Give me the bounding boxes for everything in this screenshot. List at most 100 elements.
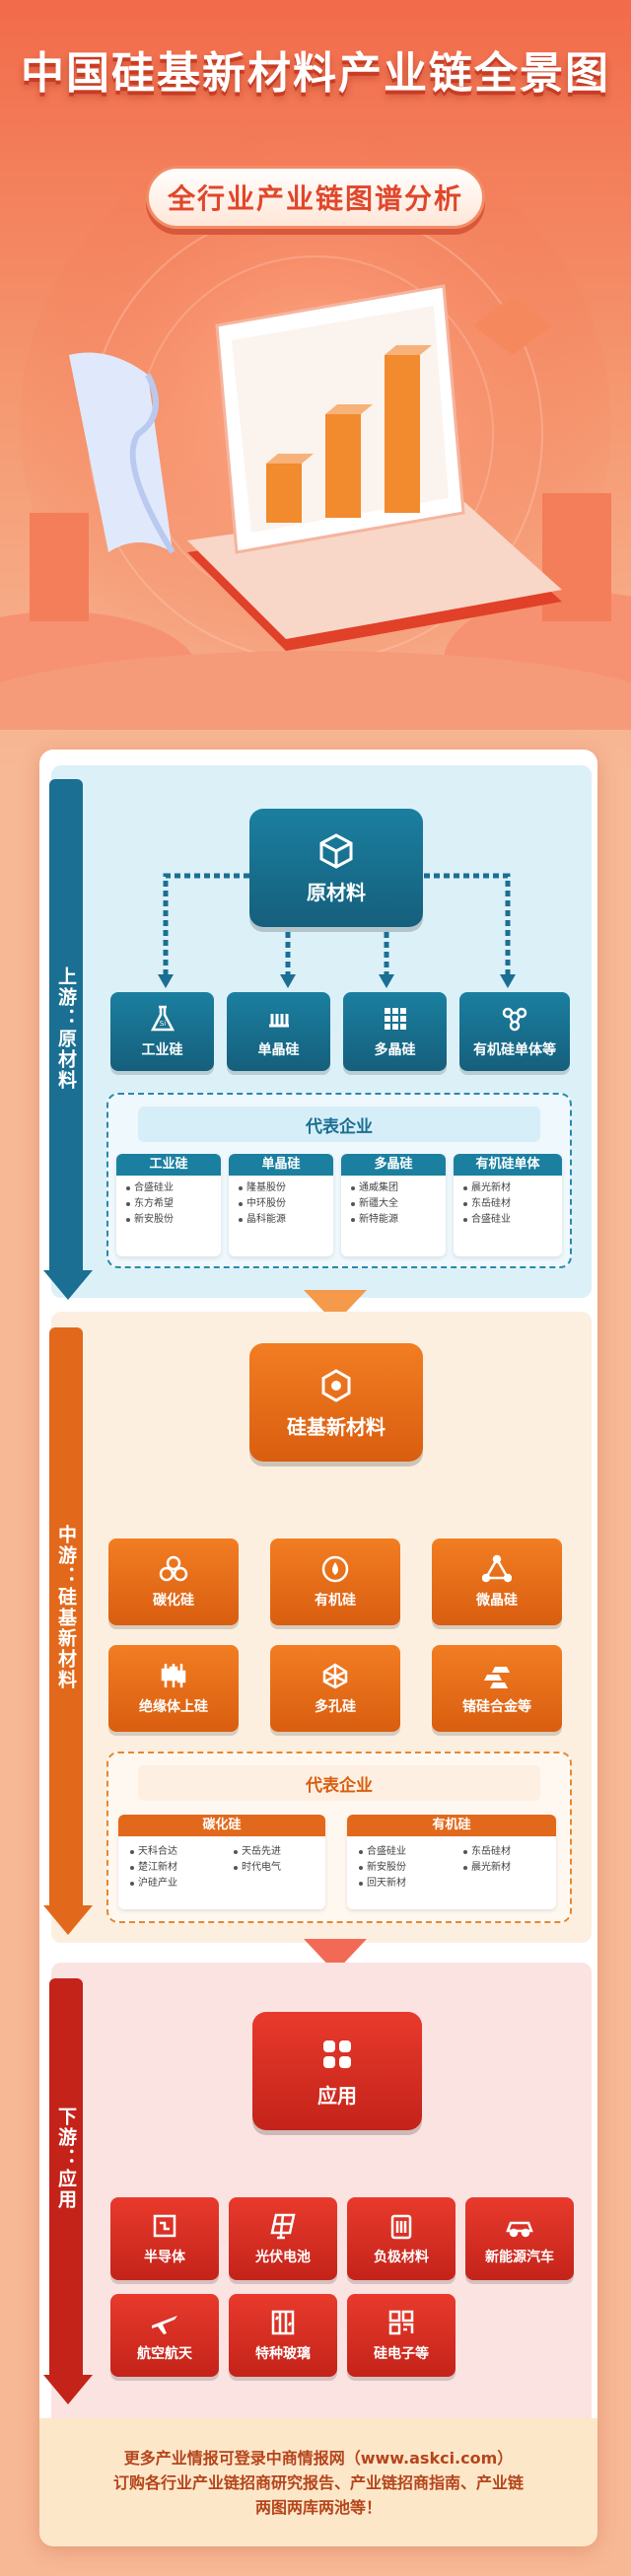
midstream-main-label: 硅基新材料 xyxy=(287,1414,386,1439)
company-name: 东岳硅材 xyxy=(452,1844,556,1860)
midstream-node-label: 绝缘体上硅 xyxy=(139,1699,208,1715)
company-name: 通威集团 xyxy=(351,1181,446,1196)
downstream-node-aerospace: 航空航天 xyxy=(110,2294,219,2377)
hero-banner: 中国硅基新材料产业链全景图 全行业产业链图谱分析 xyxy=(0,0,631,730)
molecule-icon xyxy=(502,1007,527,1032)
midstream-node-soi: 绝缘体上硅 xyxy=(108,1645,239,1732)
company-name: 天岳先进 xyxy=(222,1844,325,1860)
company-name: 中环股份 xyxy=(239,1196,333,1212)
midstream-node-microcrystalline: 微晶硅 xyxy=(432,1538,562,1625)
footer-line: 两图两库两池等！ xyxy=(254,2497,382,2517)
downstream-node-pv-cell: 光伏电池 xyxy=(229,2197,337,2280)
downstream-arrow-tip xyxy=(43,2375,93,2404)
apps-icon xyxy=(323,2039,351,2068)
downstream-node-label: 特种玻璃 xyxy=(255,2346,311,2362)
company-name: 新特能源 xyxy=(351,1212,446,1228)
midstream-node-silicon-carbide: 碳化硅 xyxy=(108,1538,239,1625)
downstream-side-label: 下游：应用 xyxy=(55,2107,77,2210)
company-name: 隆基股份 xyxy=(239,1181,333,1196)
company-name: 新疆大全 xyxy=(351,1196,446,1212)
pipes-icon xyxy=(159,1555,188,1582)
flask-icon: Si xyxy=(150,1005,175,1032)
upstream-node-organosilicon-monomer: 有机硅单体等 xyxy=(459,992,570,1071)
car-icon xyxy=(506,2221,533,2238)
company-name: 沪硅产业 xyxy=(118,1876,222,1892)
cube-icon xyxy=(319,832,353,869)
company-card-header: 有机硅单体 xyxy=(454,1154,562,1176)
midstream-companies-title: 代表企业 xyxy=(138,1765,540,1801)
chip-icon xyxy=(153,2214,176,2238)
upstream-company-card: 多晶硅 通威集团新疆大全新特能源 xyxy=(341,1154,446,1256)
company-card-header: 有机硅 xyxy=(347,1815,556,1836)
midstream-node-label: 微晶硅 xyxy=(476,1593,518,1609)
company-name: 东方希望 xyxy=(126,1196,221,1212)
heater-icon xyxy=(268,1014,289,1028)
downstream-node-anode-material: 负极材料 xyxy=(347,2197,456,2280)
midstream-node-label: 有机硅 xyxy=(315,1593,356,1609)
downstream-node-semiconductor: 半导体 xyxy=(110,2197,219,2280)
upstream-main-label: 原材料 xyxy=(307,880,366,904)
glass-panels-icon xyxy=(271,2310,295,2335)
midstream-node-sige-alloy: 锗硅合金等 xyxy=(432,1645,562,1732)
network-icon xyxy=(322,1663,348,1689)
subtitle-badge: 全行业产业链图谱分析 xyxy=(146,166,485,229)
company-card-header: 多晶硅 xyxy=(341,1154,446,1176)
company-card-header: 单晶硅 xyxy=(229,1154,333,1176)
grid-icon xyxy=(384,1008,406,1030)
solar-panel-icon xyxy=(270,2213,296,2240)
downstream-side-bar: 下游：应用 xyxy=(49,1978,83,2377)
downstream-node-label: 半导体 xyxy=(144,2250,185,2265)
hero-illustration xyxy=(0,128,631,730)
upstream-side-label: 上游：原材料 xyxy=(55,966,77,1091)
upstream-node-polycrystalline: 多晶硅 xyxy=(343,992,447,1071)
upstream-node-industrial-silicon: Si 工业硅 xyxy=(110,992,214,1071)
upstream-companies-title: 代表企业 xyxy=(138,1107,540,1142)
upstream-arrow-tip xyxy=(43,1270,93,1300)
upstream-node-label: 多晶硅 xyxy=(374,1042,416,1058)
midstream-main-node: 硅基新材料 xyxy=(249,1343,423,1462)
upstream-node-label: 有机硅单体等 xyxy=(473,1042,556,1058)
company-name: 合盛硅业 xyxy=(463,1212,562,1228)
downstream-main-node: 应用 xyxy=(252,2012,422,2130)
upstream-node-label: 工业硅 xyxy=(141,1042,183,1058)
company-card-header: 工业硅 xyxy=(116,1154,221,1176)
midstream-side-label: 中游：硅基新材料 xyxy=(55,1525,77,1690)
footer-line: 订购各行业产业链招商研究报告、产业链招商指南、产业链 xyxy=(112,2472,524,2492)
midstream-node-porous-silicon: 多孔硅 xyxy=(270,1645,400,1732)
svg-text:Si: Si xyxy=(159,1020,165,1028)
midstream-arrow-tip xyxy=(43,1905,93,1935)
company-name: 回天新材 xyxy=(347,1876,452,1892)
candlestick-icon xyxy=(161,1664,186,1687)
company-name: 时代电气 xyxy=(222,1860,325,1876)
company-name: 新安股份 xyxy=(347,1860,452,1876)
triangle-nodes-icon xyxy=(482,1554,512,1583)
downstream-node-label: 航空航天 xyxy=(137,2346,192,2362)
upstream-node-label: 单晶硅 xyxy=(257,1042,300,1058)
downstream-node-label: 光伏电池 xyxy=(255,2250,311,2265)
downstream-main-label: 应用 xyxy=(317,2083,357,2108)
upstream-node-monocrystalline: 单晶硅 xyxy=(227,992,330,1071)
midstream-node-label: 碳化硅 xyxy=(153,1593,194,1609)
midstream-company-card: 有机硅 合盛硅业东岳硅材新安股份晨光新材回天新材 xyxy=(347,1815,556,1909)
upstream-company-card: 工业硅 合盛硅业东方希望新安股份 xyxy=(116,1154,221,1256)
company-name: 天科合达 xyxy=(118,1844,222,1860)
droplet-icon xyxy=(321,1555,349,1583)
footer-note: 更多产业情报可登录中商情报网（www.askci.com） 订购各行业产业链招商… xyxy=(39,2418,597,2546)
downstream-node-silicon-electronics: 硅电子等 xyxy=(347,2294,456,2377)
midstream-side-bar: 中游：硅基新材料 xyxy=(49,1327,83,1907)
hexagon-network-icon xyxy=(321,1368,351,1402)
company-name: 楚江新材 xyxy=(118,1860,222,1876)
airplane-icon xyxy=(152,2316,177,2334)
downstream-node-special-glass: 特种玻璃 xyxy=(229,2294,337,2377)
downstream-node-nev: 新能源汽车 xyxy=(465,2197,574,2280)
midstream-company-card: 碳化硅 天科合达天岳先进楚江新材时代电气沪硅产业 xyxy=(118,1815,325,1909)
company-name: 晨光新材 xyxy=(463,1181,562,1196)
qr-code-icon xyxy=(388,2310,414,2335)
subtitle-text: 全行业产业链图谱分析 xyxy=(167,182,463,215)
downstream-node-label: 硅电子等 xyxy=(374,2346,429,2362)
ingots-icon xyxy=(484,1667,510,1688)
midstream-node-organosilicon: 有机硅 xyxy=(270,1538,400,1625)
upstream-main-node: 原材料 xyxy=(249,809,423,927)
company-card-header: 碳化硅 xyxy=(118,1815,325,1836)
